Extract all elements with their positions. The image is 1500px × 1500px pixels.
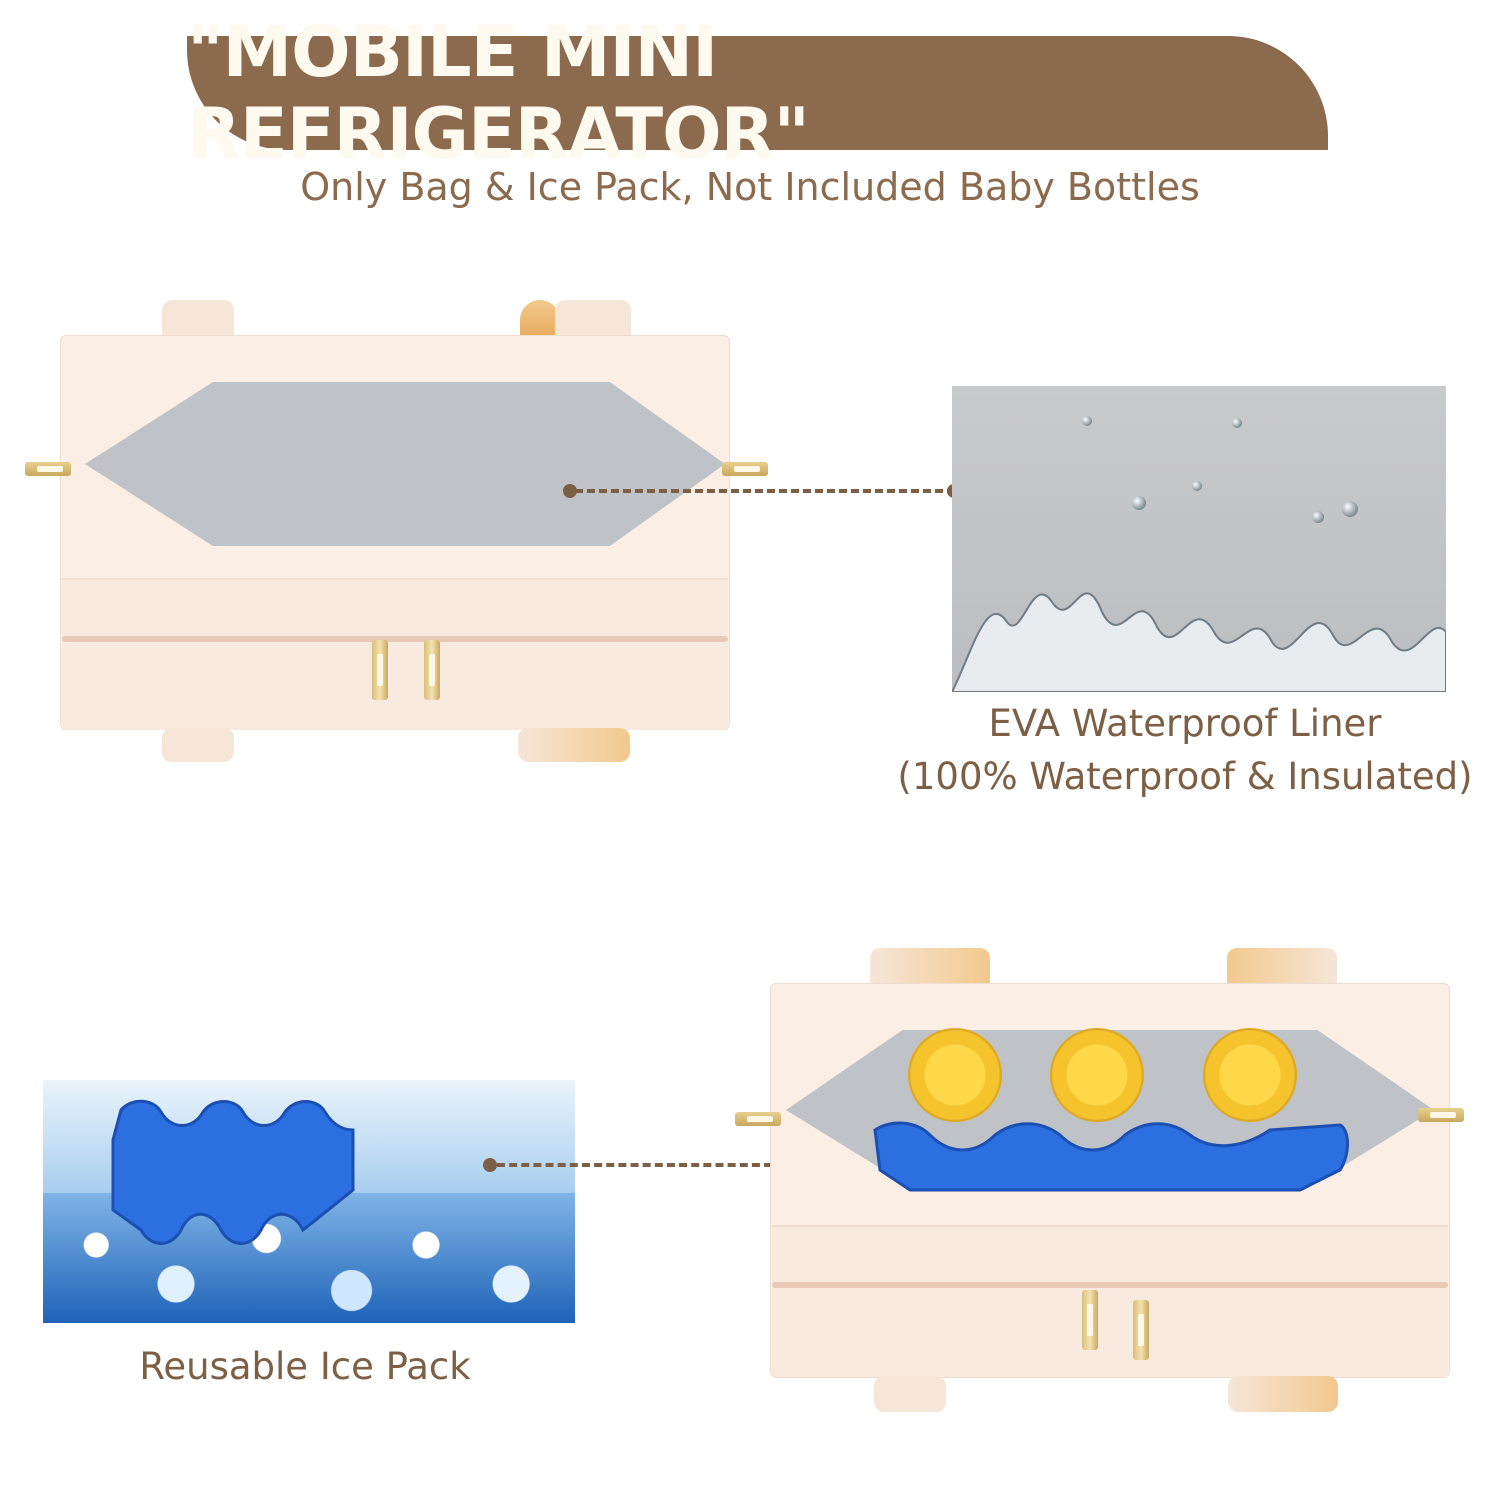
title-banner: "MOBILE MINI REFRIGERATOR" [187,11,1328,175]
callout-line-ice [497,1163,942,1167]
water-drop [1192,481,1202,491]
water-drop [1132,496,1146,510]
bag-handle-bottom-left [874,1376,946,1412]
water-drop [1082,416,1092,426]
zipper-pull [372,640,388,700]
bag-handle-bottom-right [518,728,630,762]
bag-lower-compartment [62,578,728,730]
handle-lining [520,300,560,340]
banner-title: "MOBILE MINI REFRIGERATOR" [187,11,810,175]
ice-caption: Reusable Ice Pack [139,1345,471,1388]
bottle-cap [910,1030,1000,1120]
liner-caption-line1: EVA Waterproof Liner [988,702,1382,745]
zipper-pull [1133,1300,1149,1360]
water-drop [1312,511,1324,523]
callout-dot [483,1158,497,1172]
bottom-zipper-track [772,1282,1448,1288]
ice-pack-icon [111,1099,355,1245]
bag-handle-bottom-right [1228,1376,1338,1412]
side-zipper-pull-left [735,1112,781,1126]
liner-caption-line2: (100% Waterproof & Insulated) [897,755,1473,798]
callout-dot [563,484,577,498]
liner-opening [85,382,725,546]
splash-illustration [952,592,1446,692]
zipper-pull [424,640,440,700]
bottle-cap [1052,1030,1142,1120]
callout-line-liner [575,489,955,493]
water-drop [1232,418,1242,428]
side-zipper-pull-left [25,462,71,476]
side-zipper-pull-right [1418,1108,1464,1122]
subtitle: Only Bag & Ice Pack, Not Included Baby B… [300,165,1200,209]
bag-lower-compartment [772,1225,1448,1377]
side-zipper-pull-right [722,462,768,476]
bag-handle-bottom-left [162,728,234,762]
bottom-zipper-track [62,636,728,642]
ice-pack-in-bag-icon [873,1121,1349,1192]
bottle-cap [1205,1030,1295,1120]
water-splash-image [952,386,1446,692]
water-drop [1342,501,1358,517]
ice-pack-image [43,1080,575,1323]
zipper-pull [1082,1290,1098,1350]
